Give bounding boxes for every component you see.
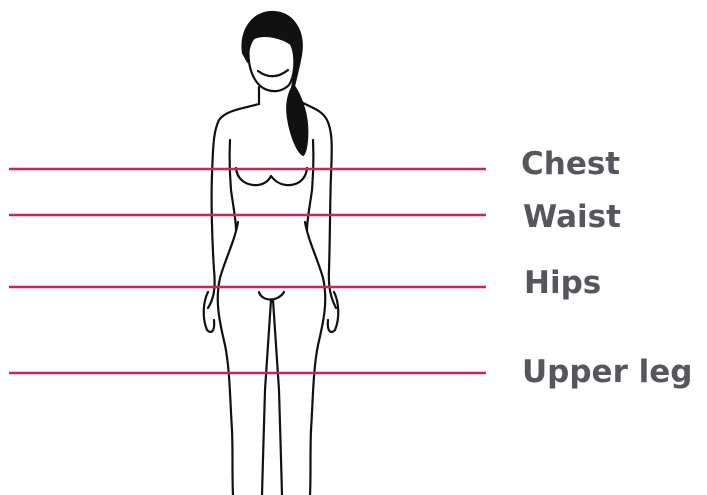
torso-left	[218, 222, 238, 495]
waist-label: Waist	[523, 202, 621, 233]
chest-outline	[236, 168, 307, 185]
torso-right	[305, 222, 325, 495]
measurement-lines	[9, 169, 486, 373]
crotch-outline	[259, 292, 284, 300]
body-figure	[204, 12, 339, 495]
upper-leg-label: Upper leg	[522, 357, 693, 388]
left-inner-arm	[230, 140, 236, 230]
smile	[258, 70, 288, 76]
hips-label: Hips	[524, 268, 601, 299]
inner-leg-left	[262, 300, 271, 495]
inner-leg-right	[273, 300, 282, 495]
right-hand	[328, 292, 338, 332]
right-inner-arm	[307, 140, 313, 230]
hair	[243, 12, 308, 155]
chest-label: Chest	[521, 149, 620, 180]
face	[249, 44, 295, 91]
